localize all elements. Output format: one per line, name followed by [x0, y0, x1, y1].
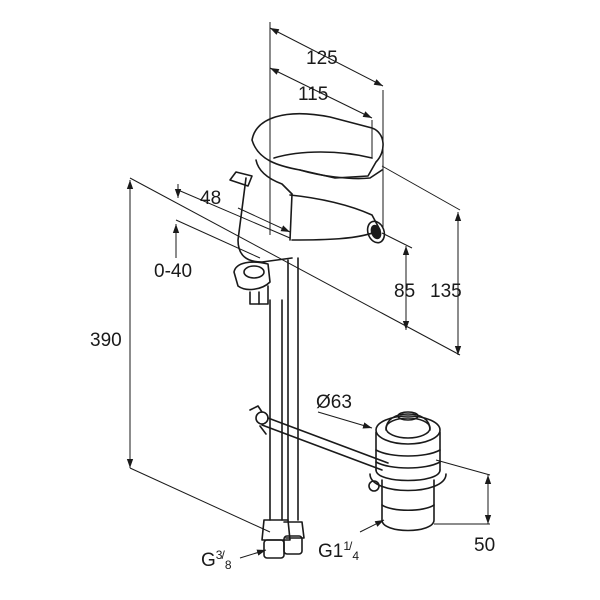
thread-g1-1-4: G11/4: [318, 539, 359, 563]
popup-rod: [249, 405, 389, 471]
dimension-labels: 125 115 48 0-40 390 85 135 Ø63 50 G3/8 G…: [90, 48, 495, 572]
faucet-outline: [229, 113, 386, 263]
dim-48: 48: [200, 188, 221, 209]
dim-85: 85: [394, 281, 415, 302]
dim-diameter-63: Ø63: [316, 392, 352, 413]
dim-0-40: 0-40: [154, 261, 192, 282]
dim-135: 135: [430, 281, 462, 302]
nozzle-inner: [370, 224, 382, 240]
dim-115: 115: [298, 84, 328, 105]
dim-390: 390: [90, 330, 122, 351]
lever-top-panel: [273, 151, 373, 159]
popup-knob: [229, 171, 253, 187]
mounting-bracket: [233, 261, 271, 305]
supply-hoses: [261, 257, 305, 559]
dimension-lines: [126, 22, 492, 559]
waste-drain: [368, 411, 447, 532]
dim-125: 125: [306, 48, 338, 69]
spout: [289, 194, 381, 241]
lever-handle: [251, 113, 384, 179]
dim-50: 50: [474, 535, 495, 556]
collar: [255, 159, 293, 195]
lever-edge: [299, 169, 383, 180]
body-right-side: [289, 193, 293, 241]
nozzle-outer: [366, 220, 386, 244]
thread-g38: G3/8: [201, 548, 232, 572]
